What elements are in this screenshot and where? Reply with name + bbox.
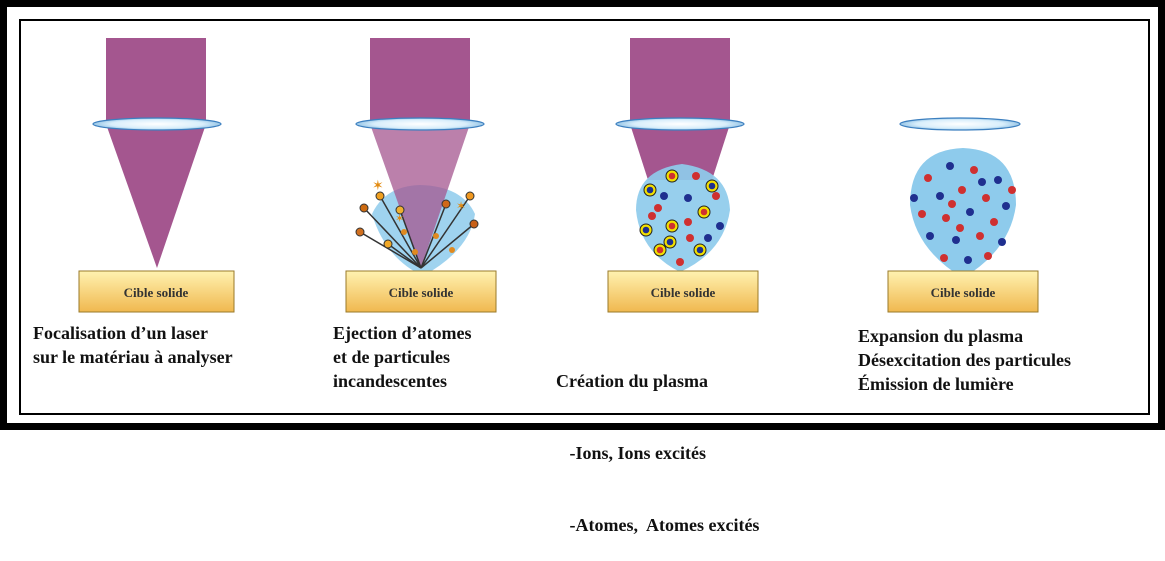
ion-particle: [648, 212, 656, 220]
caption-line: -Atomes, Atomes excités: [556, 513, 759, 537]
ion-particle: [976, 232, 984, 240]
laser-beam: [106, 38, 206, 124]
ion-particle: [990, 218, 998, 226]
caption-step-1: Focalisation d’un laser sur le matériau …: [33, 321, 233, 369]
ion-particle: [942, 214, 950, 222]
caption-step-2: Ejection d’atomes et de particules incan…: [333, 321, 471, 393]
caption-step-3: Création du plasma -Ions, Ions excités -…: [556, 321, 759, 561]
atom-particle: [946, 162, 954, 170]
caption-line: incandescentes: [333, 369, 471, 393]
step-1-focusing: Cible solide: [79, 38, 234, 312]
solid-target-label: Cible solide: [389, 285, 454, 300]
solid-target-label: Cible solide: [651, 285, 716, 300]
ion-particle: [918, 210, 926, 218]
ion-particle: [948, 200, 956, 208]
ion-particle: [684, 218, 692, 226]
ion-particle: [669, 173, 676, 180]
atom-particle: [647, 187, 654, 194]
ion-particle: [956, 224, 964, 232]
ion-particle: [970, 166, 978, 174]
caption-line: Focalisation d’un laser: [33, 321, 233, 345]
lens: [900, 118, 1020, 130]
atom-particle: [697, 247, 704, 254]
caption-line: et de particules: [333, 345, 471, 369]
ion-particle: [676, 258, 684, 266]
lens: [356, 118, 484, 130]
ion-particle: [958, 186, 966, 194]
ion-particle: [701, 209, 708, 216]
atom-particle: [998, 238, 1006, 246]
atom-particle: [994, 176, 1002, 184]
plasma-plume: [910, 148, 1016, 278]
caption-line: Expansion du plasma: [858, 324, 1071, 348]
atom-particle: [660, 192, 668, 200]
lens: [93, 118, 221, 130]
svg-text:✶: ✶: [372, 178, 384, 194]
ion-particle: [654, 204, 662, 212]
caption-line: Création du plasma: [556, 369, 759, 393]
step-2-ejection: ✶ ✶ ✶ Cible solide: [346, 38, 496, 312]
caption-line: Émission de lumière: [858, 372, 1071, 396]
ion-particle: [940, 254, 948, 262]
atom-particle: [709, 183, 716, 190]
ion-particle: [712, 192, 720, 200]
step-3-plasma-creation: Cible solide: [608, 38, 758, 312]
ion-particle: [669, 223, 676, 230]
ion-particle: [984, 252, 992, 260]
atom-particle: [684, 194, 692, 202]
solid-target-label: Cible solide: [931, 285, 996, 300]
caption-line: Désexcitation des particules: [858, 348, 1071, 372]
svg-text:✶: ✶: [395, 212, 404, 225]
solid-target-label: Cible solide: [124, 285, 189, 300]
atom-particle: [926, 232, 934, 240]
atom-particle: [667, 239, 674, 246]
ion-particle: [982, 194, 990, 202]
caption-step-4: Expansion du plasma Désexcitation des pa…: [858, 324, 1071, 396]
caption-line: Ejection d’atomes: [333, 321, 471, 345]
laser-beam: [630, 38, 730, 124]
atom-particle: [910, 194, 918, 202]
atom-particle: [704, 234, 712, 242]
ion-particle: [686, 234, 694, 242]
laser-cone: [106, 124, 206, 268]
svg-text:✶: ✶: [456, 199, 466, 213]
ion-particle: [657, 247, 664, 254]
atom-particle: [952, 236, 960, 244]
laser-beam: [370, 38, 470, 124]
ion-particle: [1008, 186, 1016, 194]
atom-particle: [966, 208, 974, 216]
ion-particle: [692, 172, 700, 180]
step-4-plasma-expansion: Cible solide: [888, 118, 1038, 312]
atom-particle: [643, 227, 650, 234]
atom-particle: [716, 222, 724, 230]
atom-particle: [1002, 202, 1010, 210]
lens: [616, 118, 744, 130]
atom-particle: [936, 192, 944, 200]
atom-particle: [978, 178, 986, 186]
caption-line: sur le matériau à analyser: [33, 345, 233, 369]
atom-particle: [964, 256, 972, 264]
ion-particle: [924, 174, 932, 182]
caption-line: -Ions, Ions excités: [556, 441, 759, 465]
